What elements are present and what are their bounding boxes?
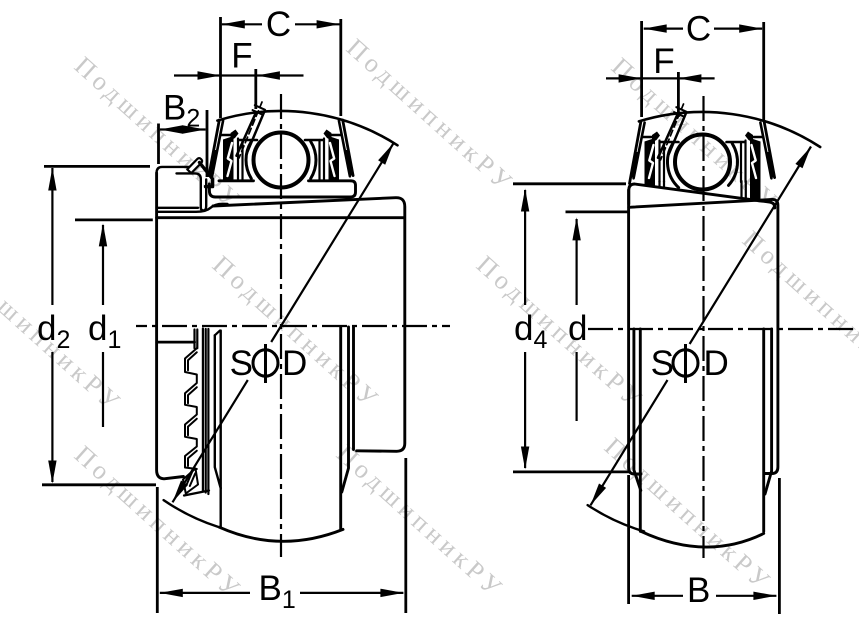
svg-text:D: D xyxy=(704,344,729,383)
svg-text:C: C xyxy=(686,10,711,49)
svg-text:D: D xyxy=(282,344,307,383)
svg-text:B: B xyxy=(687,571,710,610)
svg-text:F: F xyxy=(231,37,252,76)
svg-text:S: S xyxy=(230,344,253,383)
svg-text:C: C xyxy=(266,5,291,44)
svg-text:d: d xyxy=(568,309,587,348)
svg-text:S: S xyxy=(651,344,674,383)
svg-text:F: F xyxy=(653,42,674,81)
